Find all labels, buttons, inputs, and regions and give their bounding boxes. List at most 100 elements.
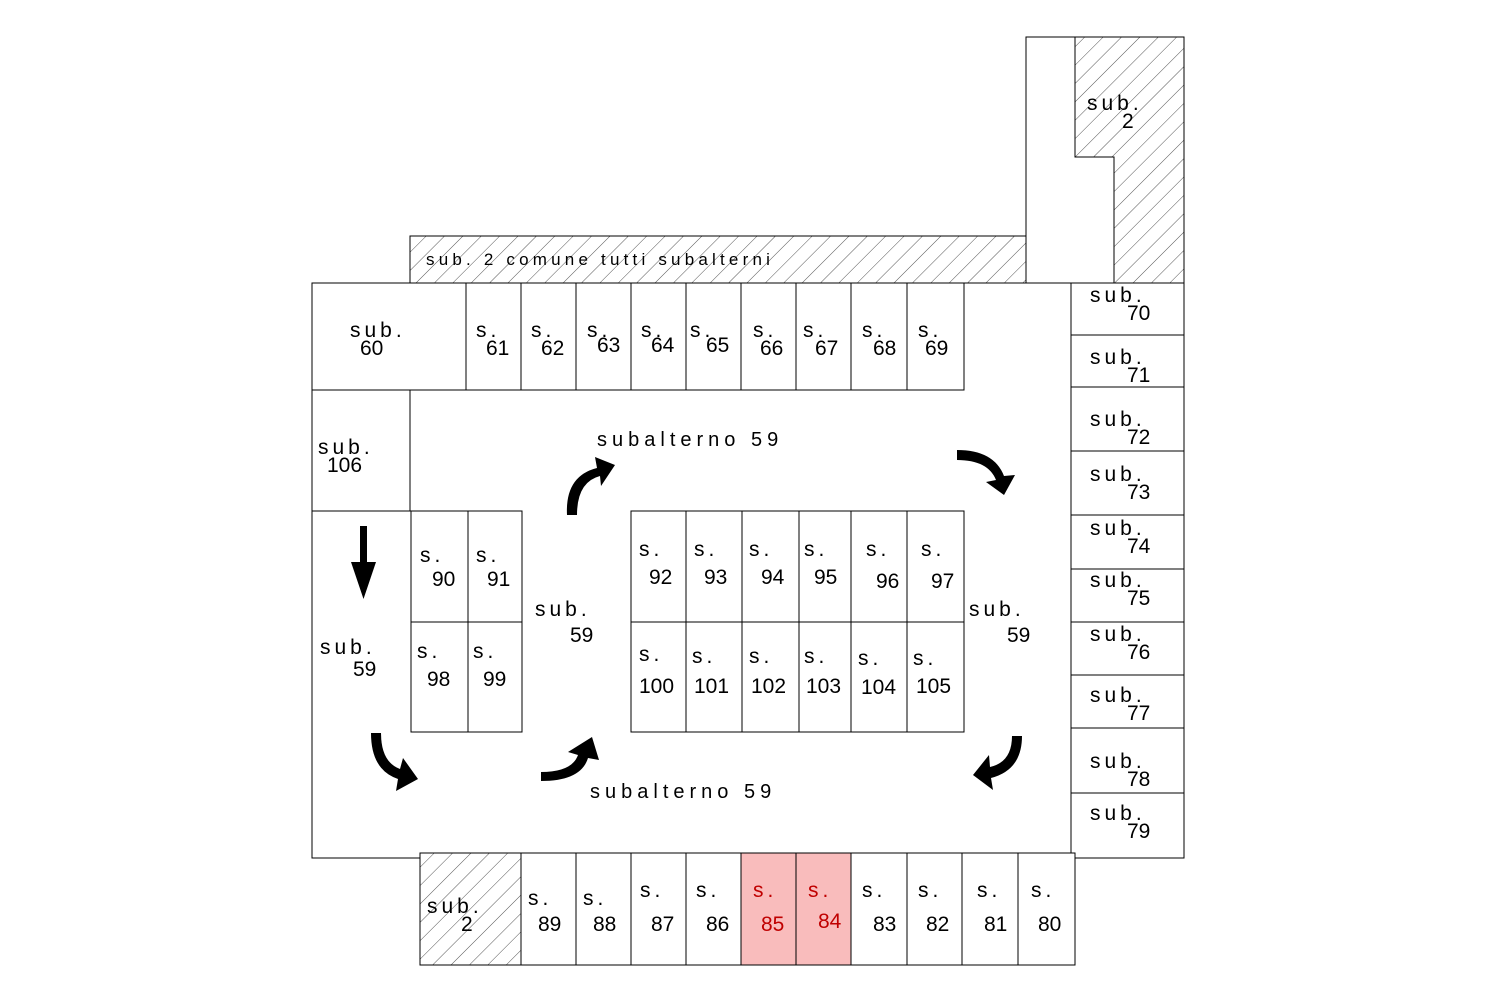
unit-label-78: sub.78 [1090, 750, 1150, 791]
unit-rect-75 [1070, 568, 1185, 623]
unit-rect-86 [685, 852, 742, 966]
unit-label-76: sub.76 [1090, 623, 1150, 664]
unit-label-prefix: s. [694, 538, 718, 561]
unit-label-prefix: s. [804, 645, 828, 668]
corridor-label-top: subalterno 59 [597, 429, 783, 451]
unit-label-84: s.84 [808, 879, 842, 933]
unit-rect-81 [961, 852, 1019, 966]
unit-rect-100 [630, 621, 687, 733]
unit-label-number: 105 [916, 675, 951, 698]
curved-arrow-icon-bottom-center [541, 737, 599, 781]
unit-label-prefix: s. [749, 538, 773, 561]
unit-label-prefix: sub. [1090, 346, 1146, 369]
unit-label-prefix: sub. [318, 436, 374, 459]
unit-label-100: s.100 [639, 643, 674, 698]
unit-label-59a: sub.59 [320, 636, 376, 681]
unit-label-66: s.66 [753, 319, 783, 360]
unit-rect-84 [795, 852, 852, 966]
unit-label-number: 68 [873, 337, 896, 360]
unit-rect-79 [1070, 792, 1185, 859]
unit-rect-66 [740, 282, 797, 391]
unit-rect-72 [1070, 386, 1185, 452]
unit-rect-73 [1070, 450, 1185, 516]
unit-label-prefix: sub. [427, 895, 483, 918]
unit-label-62: s.62 [531, 319, 564, 360]
unit-label-prefix: s. [476, 544, 500, 567]
unit-label-number: 98 [427, 668, 450, 691]
unit-label-95: s. 95 [804, 538, 837, 589]
unit-label-65: s.65 [690, 319, 729, 357]
unit-label-number: 94 [761, 566, 785, 589]
unit-label-60: sub.60 [350, 319, 402, 360]
unit-label-number: 103 [806, 675, 841, 698]
unit-rect-105 [906, 621, 965, 733]
unit-label-90: s.90 [420, 544, 455, 591]
unit-label-67: s.67 [803, 319, 838, 360]
unit-rect-74 [1070, 514, 1185, 570]
unit-label-102: s.102 [749, 645, 786, 698]
unit-label-prefix: s. [921, 538, 945, 561]
unit-rect-102 [741, 621, 800, 733]
unit-label-number: 64 [651, 334, 675, 357]
unit-label-71: sub.71 [1090, 346, 1150, 387]
unit-label-prefix: s. [473, 640, 497, 663]
unit-labels: sub.60s.61s.62s.63s.64s.65s.66s.67s.68s.… [318, 92, 1151, 936]
unit-label-number: 85 [761, 913, 784, 936]
unit-label-103: s. 103 [804, 645, 841, 698]
curved-arrow-icon-bottom-left [371, 733, 418, 791]
unit-label-63: s.63 [587, 319, 620, 357]
unit-label-72: sub.72 [1090, 408, 1150, 449]
unit-label-prefix: sub. [1090, 802, 1146, 825]
unit-label-number: 76 [1127, 641, 1150, 664]
unit-label-prefix: s. [913, 647, 937, 670]
unit-rect-99 [467, 621, 523, 733]
unit-rect-87 [630, 852, 687, 966]
unit-label-number: 97 [931, 570, 954, 593]
unit-label-number: 63 [597, 334, 620, 357]
unit-label-number: 90 [432, 568, 455, 591]
unit-label-prefix: s. [583, 887, 607, 910]
unit-label-number: 2 [1122, 110, 1134, 133]
common-band-sub-2 [409, 235, 1027, 284]
unit-label-number: 67 [815, 337, 838, 360]
unit-label-number: 106 [327, 454, 362, 477]
unit-label-prefix: s. [696, 879, 720, 902]
unit-label-number: 59 [570, 624, 593, 647]
unit-rect-97 [906, 510, 965, 623]
unit-label-number: 86 [706, 913, 729, 936]
unit-label-80: s.80 [1031, 879, 1061, 936]
common-area-sub-2-top [1074, 36, 1185, 284]
unit-label-number: 66 [760, 337, 783, 360]
unit-rect-67 [795, 282, 852, 391]
unit-rect-2b [419, 852, 522, 966]
unit-label-prefix: s. [804, 538, 828, 561]
common-band-label: sub. 2 comune tutti subalterni [426, 250, 774, 269]
unit-label-prefix: s. [753, 879, 777, 902]
unit-label-number: 80 [1038, 913, 1061, 936]
unit-label-number: 87 [651, 913, 674, 936]
unit-label-prefix: sub. [1090, 463, 1146, 486]
unit-label-87: s.87 [640, 879, 674, 936]
unit-rect-65 [685, 282, 742, 391]
unit-label-number: 70 [1127, 302, 1150, 325]
unit-label-number: 62 [541, 337, 564, 360]
corridor-label-bottom: subalterno 59 [590, 781, 776, 803]
unit-label-number: 65 [706, 334, 729, 357]
unit-label-prefix: sub. [1090, 750, 1146, 773]
unit-label-prefix: s. [858, 647, 882, 670]
unit-label-number: 95 [814, 566, 837, 589]
unit-rect-88 [575, 852, 632, 966]
unit-label-94: s. 94 [749, 538, 785, 589]
unit-label-number: 61 [486, 337, 509, 360]
unit-label-number: 91 [487, 568, 510, 591]
unit-rect-80 [1017, 852, 1076, 966]
unit-label-prefix: s. [531, 319, 555, 342]
unit-rect-90 [410, 510, 469, 623]
unit-rect-68 [850, 282, 908, 391]
unit-rect-91 [467, 510, 523, 623]
unit-label-prefix: s. [803, 319, 827, 342]
unit-label-59b: sub.59 [535, 598, 593, 647]
unit-label-prefix: s. [528, 887, 552, 910]
unit-label-101: s.101 [692, 645, 729, 698]
